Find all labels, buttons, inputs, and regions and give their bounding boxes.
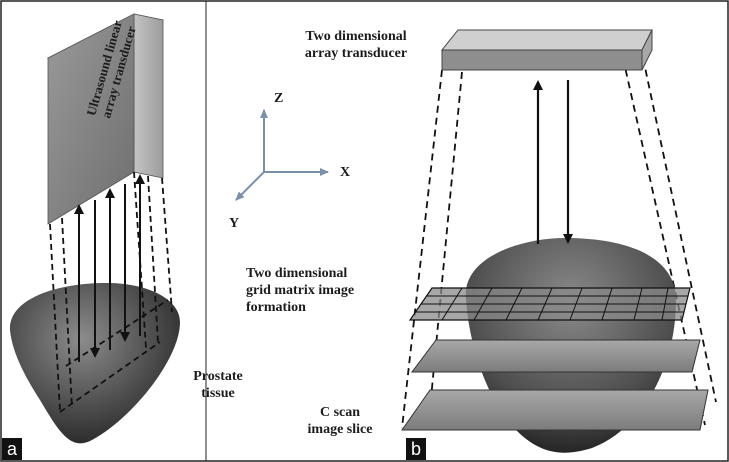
panel-a-badge: a — [2, 438, 22, 460]
panel-b-grid-label-line3: formation — [246, 300, 306, 315]
axis-y-arrow — [235, 171, 265, 201]
panel-b-grid-label-line1: Two dimensional — [246, 266, 348, 281]
axis-x-label: X — [340, 165, 351, 180]
panel-a-tissue-label: Prostate tissue — [186, 368, 250, 402]
panel-a-projection-lines — [49, 171, 173, 413]
panel-b-cscan-plate-lower — [401, 389, 709, 431]
panel-b-grid-label: Two dimensional grid matrix image format… — [246, 265, 354, 316]
panel-a-tissue-label-line1: Prostate — [193, 369, 243, 384]
panel-b-beam-arrows — [533, 80, 573, 244]
panel-a-beam-arrows — [74, 174, 145, 362]
panel-b-badge: b — [406, 438, 426, 460]
panel-b-transducer — [440, 29, 653, 71]
panel-b-grid-matrix-plate — [408, 287, 691, 321]
panel-b-graphic — [401, 29, 717, 453]
panel-b-transducer-label-line1: Two dimensional — [305, 29, 407, 44]
panel-a-graphic — [9, 13, 181, 444]
panel-a-tissue-label-line2: tissue — [201, 386, 235, 401]
axis-y-label: Y — [229, 216, 240, 231]
panel-b-transducer-label: Two dimensional array transducer — [276, 28, 436, 62]
panel-b-transducer-label-line2: array transducer — [304, 46, 408, 61]
axis-triad — [235, 109, 329, 201]
panel-b-cscan-label: C scan image slice — [290, 404, 390, 438]
panel-b-cscan-plate-middle — [411, 339, 701, 373]
panel-a-prostate-organ — [9, 282, 181, 444]
panel-a-transducer — [46, 13, 165, 225]
panel-b-grid-label-line2: grid matrix image — [246, 283, 355, 298]
panel-b-cscan-label-line1: C scan — [319, 405, 361, 420]
panel-b-cscan-label-line2: image slice — [307, 422, 373, 437]
axis-z-label: Z — [274, 91, 284, 106]
